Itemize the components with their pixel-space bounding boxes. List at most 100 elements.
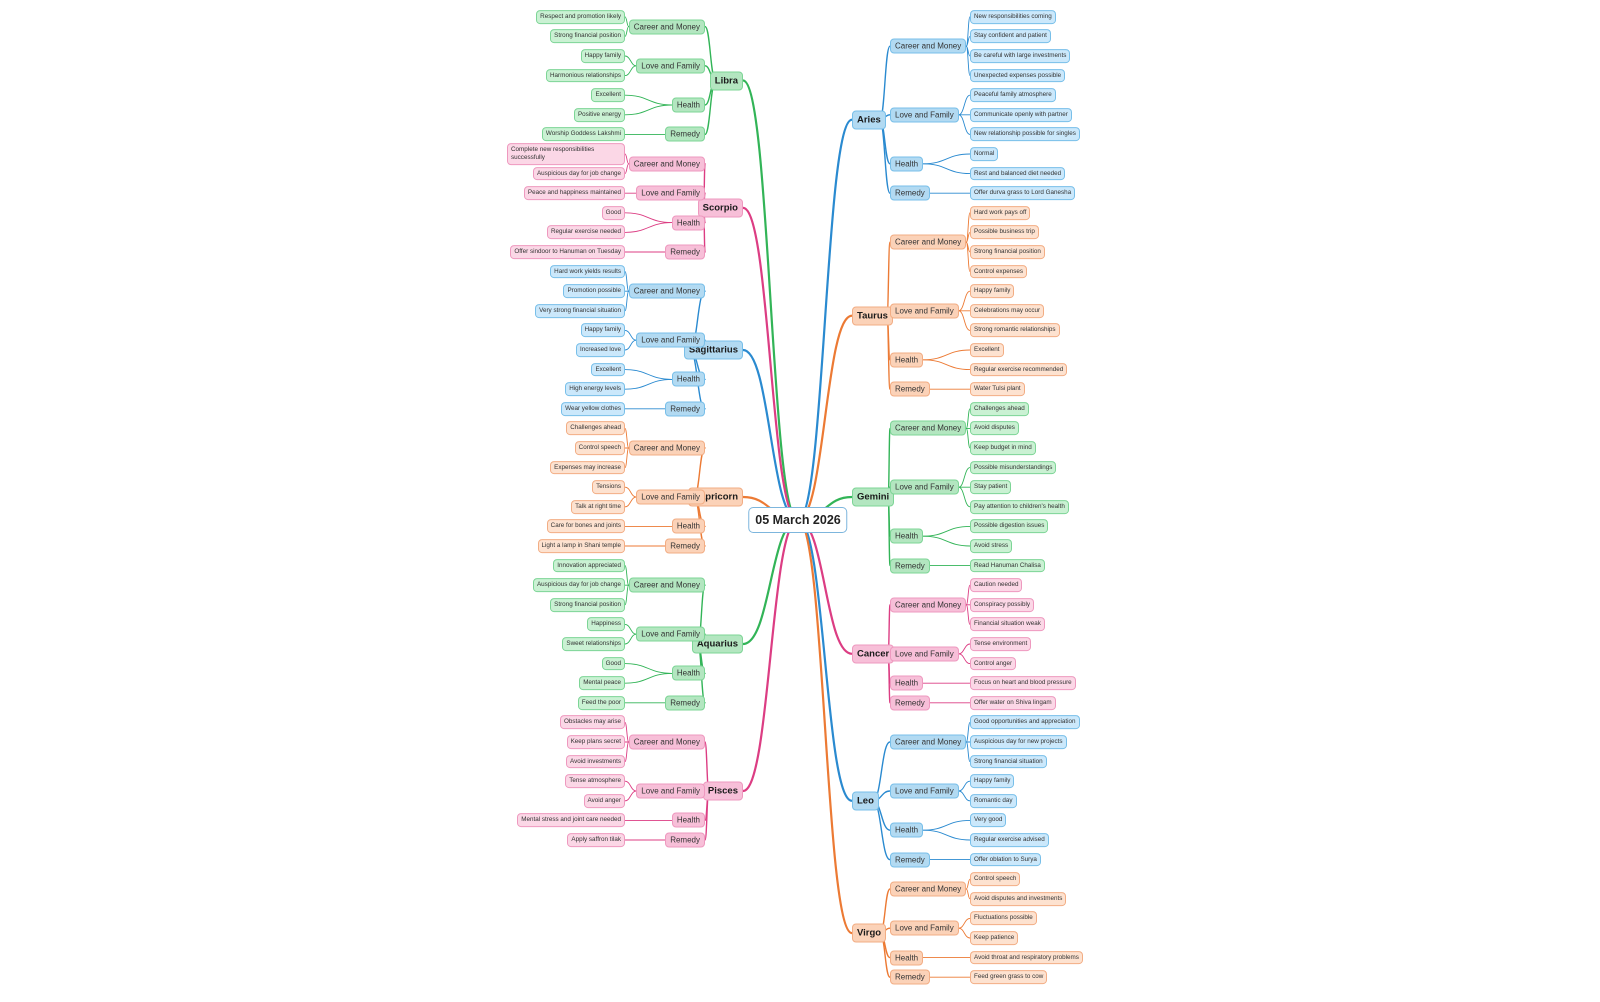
leaf-item[interactable]: Avoid stress — [970, 539, 1013, 553]
leaf-item[interactable]: Possible misunderstandings — [970, 460, 1057, 475]
leaf-item[interactable]: Stay patient — [970, 480, 1012, 495]
category-node-remedy[interactable]: Remedy — [665, 401, 705, 417]
category-node-remedy[interactable]: Remedy — [890, 185, 930, 201]
leaf-item[interactable]: Peaceful family atmosphere — [970, 88, 1056, 103]
category-node-love-and-family[interactable]: Love and Family — [890, 479, 959, 495]
leaf-item[interactable]: Excellent — [591, 362, 625, 377]
category-node-health[interactable]: Health — [890, 675, 924, 691]
leaf-item[interactable]: Normal — [970, 147, 999, 161]
leaf-item[interactable]: Communicate openly with partner — [970, 107, 1072, 122]
leaf-item[interactable]: Hard work pays off — [970, 205, 1031, 220]
leaf-item[interactable]: Tensions — [592, 480, 625, 495]
category-node-love-and-family[interactable]: Love and Family — [890, 107, 959, 123]
leaf-item[interactable]: Offer oblation to Surya — [970, 852, 1041, 867]
leaf-item[interactable]: Celebrations may occur — [970, 303, 1045, 318]
category-node-health[interactable]: Health — [890, 156, 924, 172]
category-node-love-and-family[interactable]: Love and Family — [636, 783, 705, 799]
leaf-item[interactable]: Mental peace — [579, 676, 625, 691]
leaf-item[interactable]: Complete new responsibilities successful… — [507, 143, 625, 165]
leaf-item[interactable]: Peace and happiness maintained — [523, 186, 625, 201]
sign-node-leo[interactable]: Leo — [852, 791, 879, 811]
leaf-item[interactable]: Innovation appreciated — [553, 558, 625, 573]
leaf-item[interactable]: Offer sindoor to Hanuman on Tuesday — [510, 245, 625, 259]
category-node-love-and-family[interactable]: Love and Family — [890, 920, 959, 936]
category-node-remedy[interactable]: Remedy — [890, 558, 930, 574]
leaf-item[interactable]: Happy family — [970, 284, 1015, 299]
leaf-item[interactable]: High energy levels — [565, 382, 625, 397]
category-node-love-and-family[interactable]: Love and Family — [890, 303, 959, 319]
category-node-health[interactable]: Health — [671, 812, 705, 828]
leaf-item[interactable]: Auspicious day for job change — [532, 166, 625, 181]
leaf-item[interactable]: Avoid disputes — [970, 421, 1019, 436]
category-node-career-and-money[interactable]: Career and Money — [890, 234, 967, 250]
leaf-item[interactable]: Control speech — [574, 441, 625, 455]
leaf-item[interactable]: Keep patience — [970, 931, 1019, 945]
leaf-item[interactable]: Respect and promotion likely — [536, 9, 625, 24]
leaf-item[interactable]: Increased love — [576, 343, 625, 357]
category-node-remedy[interactable]: Remedy — [665, 695, 705, 711]
leaf-item[interactable]: Apply saffron tilak — [567, 833, 625, 847]
leaf-item[interactable]: Regular exercise needed — [546, 225, 625, 240]
category-node-love-and-family[interactable]: Love and Family — [890, 783, 959, 799]
sign-node-scorpio[interactable]: Scorpio — [697, 198, 743, 218]
category-node-career-and-money[interactable]: Career and Money — [628, 19, 705, 35]
leaf-item[interactable]: Caution needed — [970, 578, 1023, 593]
leaf-item[interactable]: Harmonious relationships — [545, 68, 625, 83]
category-node-health[interactable]: Health — [890, 950, 924, 966]
category-node-career-and-money[interactable]: Career and Money — [890, 597, 967, 613]
category-node-remedy[interactable]: Remedy — [890, 695, 930, 711]
category-node-love-and-family[interactable]: Love and Family — [636, 626, 705, 642]
leaf-item[interactable]: Control expenses — [970, 264, 1028, 279]
category-node-career-and-money[interactable]: Career and Money — [628, 734, 705, 750]
leaf-item[interactable]: Regular exercise advised — [970, 833, 1049, 847]
category-node-career-and-money[interactable]: Career and Money — [890, 38, 967, 54]
leaf-item[interactable]: Financial situation weak — [970, 617, 1045, 632]
leaf-item[interactable]: Offer water on Shiva lingam — [970, 695, 1056, 710]
leaf-item[interactable]: Promotion possible — [563, 284, 625, 299]
leaf-item[interactable]: Challenges ahead — [970, 401, 1029, 416]
sign-node-taurus[interactable]: Taurus — [852, 306, 893, 326]
leaf-item[interactable]: Obstacles may arise — [559, 715, 625, 730]
leaf-item[interactable]: New relationship possible for singles — [970, 127, 1080, 142]
category-node-remedy[interactable]: Remedy — [665, 538, 705, 554]
category-node-health[interactable]: Health — [890, 528, 924, 544]
leaf-item[interactable]: Auspicious day for new projects — [970, 735, 1067, 749]
sign-node-gemini[interactable]: Gemini — [852, 487, 895, 507]
leaf-item[interactable]: Regular exercise recommended — [970, 362, 1068, 377]
category-node-health[interactable]: Health — [671, 215, 705, 231]
leaf-item[interactable]: Excellent — [591, 88, 625, 103]
leaf-item[interactable]: Happiness — [587, 617, 625, 632]
leaf-item[interactable]: Mental stress and joint care needed — [517, 813, 625, 828]
category-node-health[interactable]: Health — [671, 97, 705, 113]
root-node[interactable]: 05 March 2026 — [748, 507, 848, 533]
leaf-item[interactable]: Avoid throat and respiratory problems — [970, 950, 1083, 965]
category-node-health[interactable]: Health — [890, 822, 924, 838]
leaf-item[interactable]: Conspiracy possibly — [970, 597, 1034, 612]
category-node-career-and-money[interactable]: Career and Money — [890, 420, 967, 436]
leaf-item[interactable]: Romantic day — [970, 793, 1017, 808]
leaf-item[interactable]: Water Tulsi plant — [970, 382, 1025, 397]
category-node-remedy[interactable]: Remedy — [890, 969, 930, 985]
leaf-item[interactable]: Sweet relationships — [562, 637, 625, 651]
category-node-love-and-family[interactable]: Love and Family — [636, 58, 705, 74]
category-node-career-and-money[interactable]: Career and Money — [628, 283, 705, 299]
leaf-item[interactable]: Talk at right time — [571, 499, 625, 514]
category-node-career-and-money[interactable]: Career and Money — [890, 734, 967, 750]
leaf-item[interactable]: Keep budget in mind — [970, 441, 1036, 455]
leaf-item[interactable]: New responsibilities coming — [970, 9, 1056, 24]
leaf-item[interactable]: Strong financial situation — [970, 754, 1047, 769]
leaf-item[interactable]: Very strong financial situation — [535, 303, 625, 318]
leaf-item[interactable]: Offer durva grass to Lord Ganesha — [970, 186, 1076, 201]
sign-node-pisces[interactable]: Pisces — [702, 781, 743, 801]
leaf-item[interactable]: Good — [601, 656, 625, 671]
leaf-item[interactable]: Expenses may increase — [550, 460, 625, 475]
category-node-remedy[interactable]: Remedy — [665, 832, 705, 848]
category-node-career-and-money[interactable]: Career and Money — [628, 440, 705, 456]
category-node-career-and-money[interactable]: Career and Money — [890, 881, 967, 897]
leaf-item[interactable]: Good opportunities and appreciation — [970, 715, 1080, 730]
category-node-career-and-money[interactable]: Career and Money — [628, 577, 705, 593]
leaf-item[interactable]: Keep plans secret — [566, 735, 625, 749]
category-node-health[interactable]: Health — [671, 518, 705, 534]
sign-node-aries[interactable]: Aries — [852, 110, 886, 130]
leaf-item[interactable]: Pay attention to children's health — [970, 499, 1069, 514]
